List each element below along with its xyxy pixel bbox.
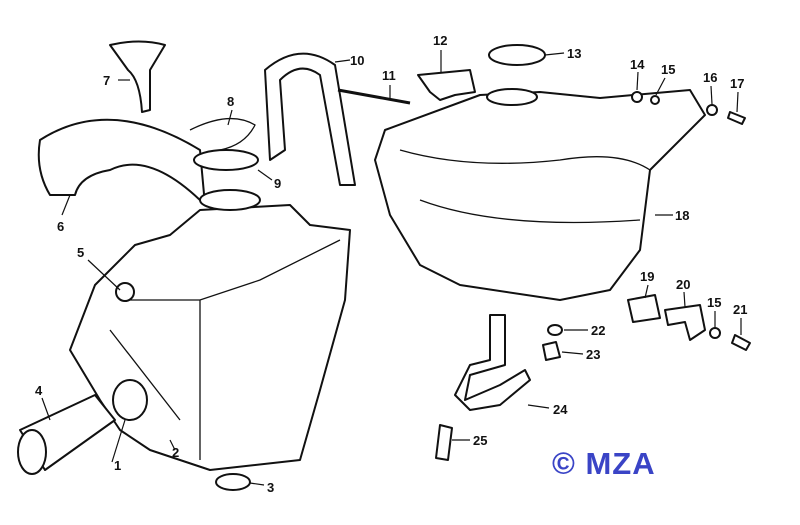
nut-part-14 — [631, 91, 643, 103]
bracket-part-20 — [664, 304, 706, 341]
callout-15: 15 — [661, 62, 675, 77]
leader-lines — [41, 50, 742, 486]
callout-2: 2 — [172, 445, 179, 460]
callout-20: 20 — [676, 277, 690, 292]
bolt-part-21 — [731, 334, 751, 351]
callout-3: 3 — [267, 480, 274, 495]
rod-part-11 — [337, 88, 411, 105]
filter-part-9 — [193, 149, 259, 171]
callout-21: 21 — [733, 302, 747, 317]
washer-part-15b — [709, 327, 721, 339]
hose-part-25 — [435, 424, 453, 461]
callout-9: 9 — [274, 176, 281, 191]
callout-6: 6 — [57, 219, 64, 234]
cap-part-13 — [488, 44, 546, 66]
callout-10: 10 — [350, 53, 364, 68]
fuel-tap-part-24 — [454, 314, 531, 411]
seal-part-22 — [547, 324, 563, 336]
left-tank — [69, 204, 351, 471]
callout-1: 1 — [114, 458, 121, 473]
fuel-tank-part-18 — [374, 88, 706, 301]
cover-part-6 — [37, 118, 206, 206]
grommet-part-3 — [215, 473, 251, 491]
callout-7: 7 — [103, 73, 110, 88]
callout-5: 5 — [77, 245, 84, 260]
callout-8: 8 — [227, 94, 234, 109]
copyright-watermark: © MZA — [552, 446, 656, 481]
funnel-part-7 — [109, 40, 166, 113]
callout-14: 14 — [630, 57, 645, 72]
hose-part-4 — [17, 394, 116, 475]
strap-part-10 — [264, 52, 356, 186]
callout-18: 18 — [675, 208, 689, 223]
callout-numbers: 1 2 3 4 5 6 7 8 9 10 11 12 13 14 15 16 1… — [35, 33, 747, 495]
neck-ring — [199, 189, 261, 211]
washer-part-15 — [650, 95, 660, 105]
nut-part-23 — [542, 341, 561, 361]
clip-part-8 — [189, 117, 256, 151]
callout-4: 4 — [35, 383, 43, 398]
bracket-part-12 — [417, 69, 476, 101]
pad-part-19 — [627, 294, 661, 323]
callout-23: 23 — [586, 347, 600, 362]
callout-19: 19 — [640, 269, 654, 284]
callout-24: 24 — [553, 402, 568, 417]
callout-25: 25 — [473, 433, 487, 448]
washer-part-16 — [706, 104, 718, 116]
callout-15b: 15 — [707, 295, 721, 310]
callout-22: 22 — [591, 323, 605, 338]
bolt-part-17 — [727, 111, 746, 125]
callout-13: 13 — [567, 46, 581, 61]
callout-17: 17 — [730, 76, 744, 91]
callout-11: 11 — [382, 68, 396, 83]
callout-16: 16 — [703, 70, 717, 85]
callout-12: 12 — [433, 33, 447, 48]
